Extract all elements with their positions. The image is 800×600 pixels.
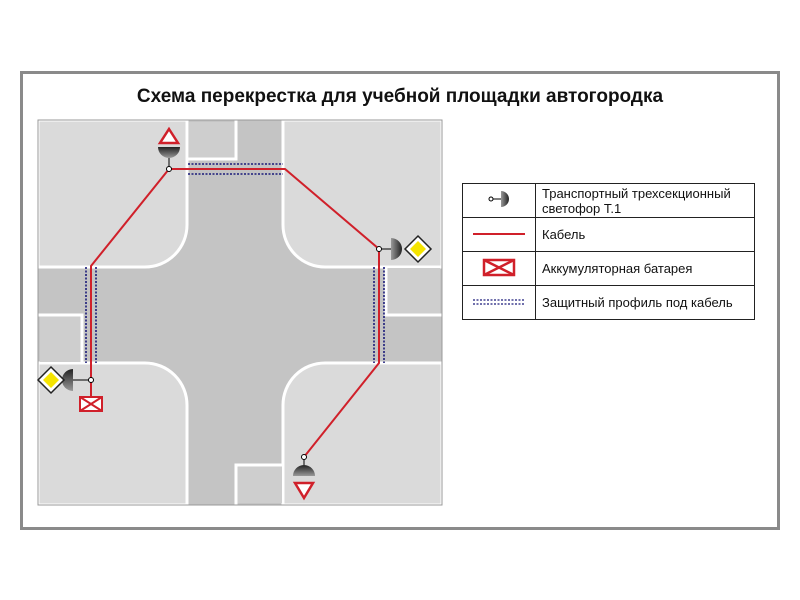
traffic-light-left xyxy=(36,365,94,395)
sidewalk-bottom-left xyxy=(36,361,189,507)
diagram-frame xyxy=(20,71,780,530)
legend-row: Кабель xyxy=(462,217,755,252)
lane-blocks xyxy=(40,122,440,503)
sidewalk-bottom-right xyxy=(281,361,444,507)
battery-icon xyxy=(482,258,516,277)
traffic-light-right xyxy=(376,234,433,264)
legend-table: Транспортный трехсекционный светофор Т.1… xyxy=(462,183,755,320)
legend-label: Аккумуляторная батарея xyxy=(535,251,755,286)
stop-lines xyxy=(38,120,442,505)
legend-row: Защитный профиль под кабель xyxy=(462,285,755,320)
diagram-title: Схема перекрестка для учебной площадки а… xyxy=(136,86,664,107)
cable-line-icon xyxy=(473,233,525,235)
legend-label: Транспортный трехсекционный светофор Т.1 xyxy=(535,183,755,218)
sidewalk-top-left xyxy=(36,118,189,269)
legend-row: Транспортный трехсекционный светофор Т.1 xyxy=(462,183,755,218)
conduit-line-icon xyxy=(473,299,525,305)
battery-icon xyxy=(79,396,103,412)
legend-label: Защитный профиль под кабель xyxy=(535,285,755,320)
cable xyxy=(90,168,380,458)
traffic-light-top xyxy=(157,126,181,172)
sidewalks xyxy=(36,118,444,507)
yield-sign-icon xyxy=(292,481,316,501)
sidewalk-top-right xyxy=(281,118,444,269)
traffic-light-bottom xyxy=(292,454,316,501)
conduit xyxy=(85,163,385,363)
yield-sign-icon xyxy=(157,126,181,145)
legend-label: Кабель xyxy=(535,217,755,252)
legend-row: Аккумуляторная батарея xyxy=(462,251,755,286)
traffic-light-icon xyxy=(488,191,509,207)
